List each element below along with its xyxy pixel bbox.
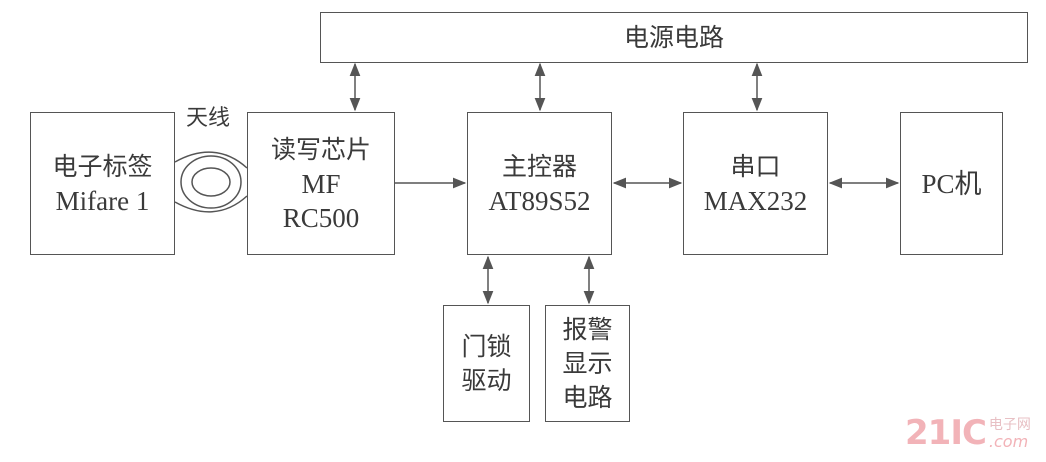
lock-label-line1: 门锁 bbox=[461, 331, 512, 361]
controller-label-model: AT89S52 bbox=[488, 185, 591, 216]
serial-label-model: MAX232 bbox=[703, 185, 808, 216]
reader-label-model: RC500 bbox=[282, 202, 360, 233]
watermark-cn: 电子网 bbox=[988, 417, 1031, 433]
serial-port-block: 串口 MAX232 bbox=[683, 112, 828, 255]
alarm-label-line1: 报警 bbox=[562, 314, 613, 344]
power-circuit-block: 电源电路 bbox=[320, 12, 1028, 63]
alarm-label-line3: 电路 bbox=[562, 382, 613, 412]
serial-label-cn: 串口 bbox=[730, 151, 781, 181]
door-lock-driver-block: 门锁 驱动 bbox=[443, 305, 530, 422]
tag-block: 电子标签 Mifare 1 bbox=[30, 112, 175, 255]
power-label: 电源电路 bbox=[623, 22, 724, 52]
reader-label-mf: MF bbox=[301, 168, 341, 199]
watermark-brand: 21IC bbox=[905, 413, 987, 453]
tag-label-en: Mifare 1 bbox=[55, 185, 150, 216]
alarm-label-line2: 显示 bbox=[562, 348, 613, 378]
watermark-logo: 21IC 电子网 .com bbox=[905, 416, 1031, 450]
alarm-display-block: 报警 显示 电路 bbox=[545, 305, 630, 422]
controller-label-cn: 主控器 bbox=[501, 151, 577, 181]
lock-label-line2: 驱动 bbox=[461, 365, 512, 395]
reader-chip-block: 读写芯片 MF RC500 bbox=[247, 112, 395, 255]
pc-block: PC机 bbox=[900, 112, 1003, 255]
controller-block: 主控器 AT89S52 bbox=[467, 112, 612, 255]
reader-label-cn: 读写芯片 bbox=[270, 134, 371, 164]
watermark-com: .com bbox=[988, 432, 1029, 451]
pc-label: PC机 bbox=[921, 168, 982, 199]
antenna-coil-icon bbox=[174, 151, 248, 213]
tag-label-cn: 电子标签 bbox=[52, 151, 153, 181]
antenna-label: 天线 bbox=[186, 106, 231, 131]
